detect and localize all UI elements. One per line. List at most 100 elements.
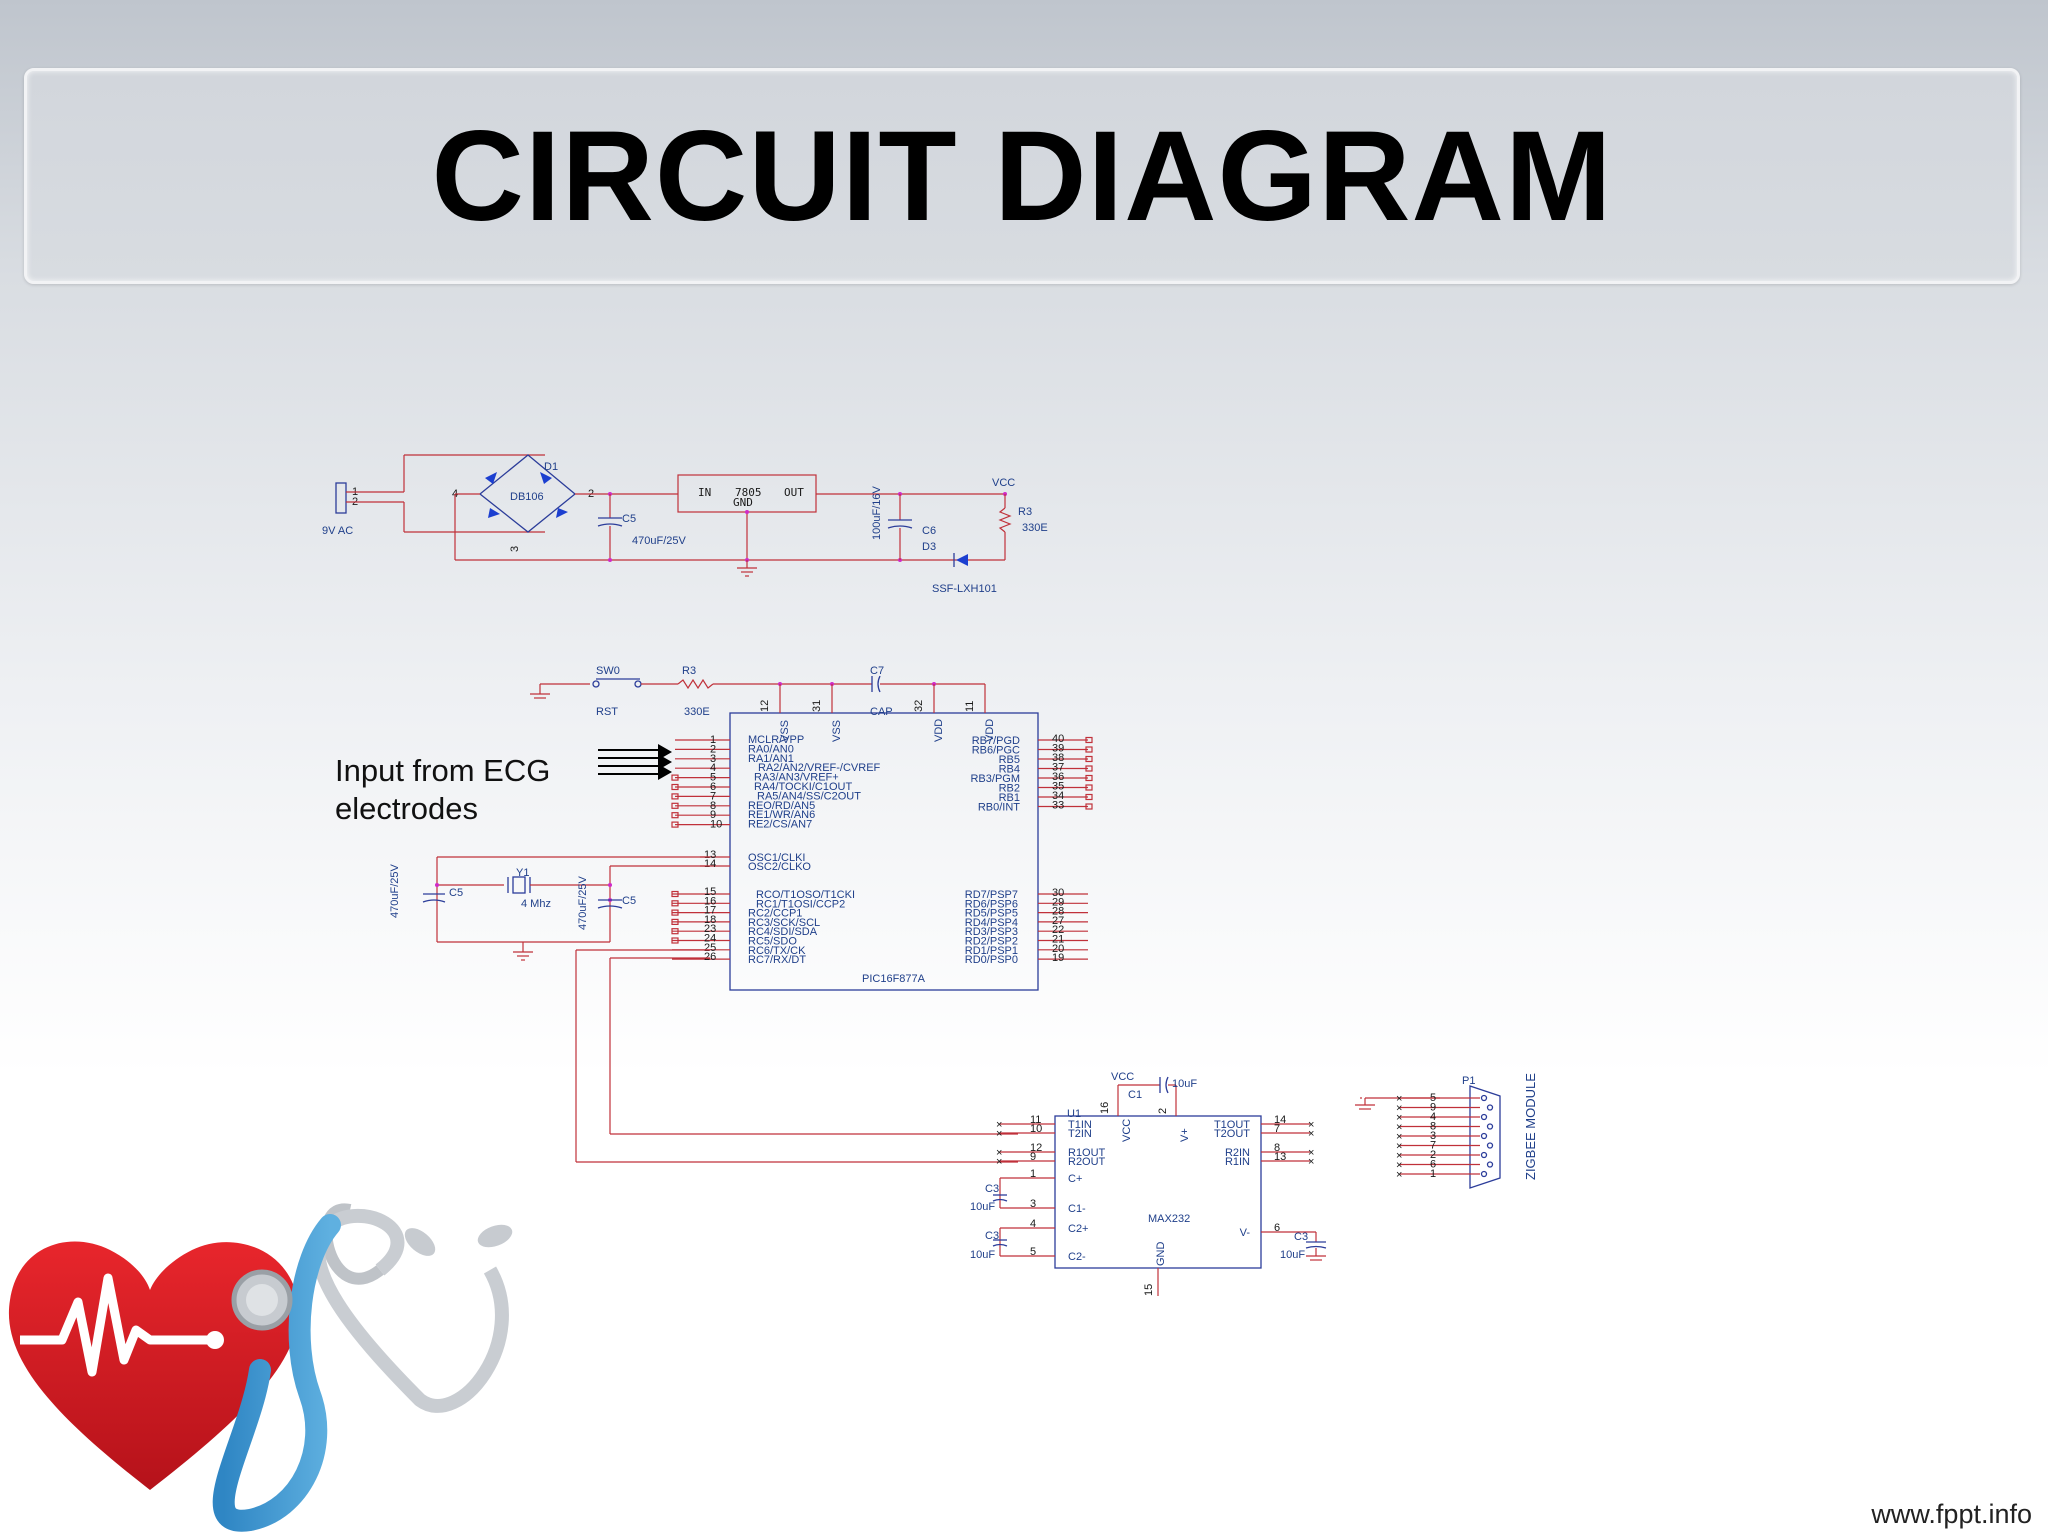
- svg-text:×: ×: [1396, 1160, 1402, 1172]
- mcu-section: PIC16F877A SW0 RST R3 330E C7 CAP 12VSS3…: [389, 665, 1093, 1163]
- footer-url: www.fppt.info: [1871, 1499, 2032, 1529]
- mcu-top-pin-name: VDD: [933, 719, 945, 742]
- max-right-pin-name: R2IN: [1225, 1147, 1250, 1159]
- heart-stethoscope-logo: [8, 1203, 513, 1532]
- max-top-pin-name: VCC: [1121, 1119, 1133, 1142]
- max-right-pin-num: 13: [1274, 1151, 1286, 1163]
- ps-pin-3: 3: [509, 546, 521, 552]
- mcu-top-pin-num: 32: [913, 700, 925, 712]
- mcu-left-pin-name: RE1/WR/AN6: [748, 809, 815, 821]
- cap-label: CAP: [870, 706, 893, 718]
- mcu-left-pin-num: 9: [710, 809, 716, 821]
- mcu-rb-pin-name: RB7/PGD: [972, 735, 1020, 747]
- resistor-r3: [998, 507, 1012, 533]
- mcu-left-pin-num: 4: [710, 762, 716, 774]
- svg-text:×: ×: [1396, 1141, 1402, 1153]
- power-supply-section: 1 2 9V AC DB106 D1 4 2 3 C5 470uF/25V IN: [322, 454, 1048, 595]
- max-left-pin-name: C1-: [1068, 1203, 1086, 1215]
- db9-pin-num: 4: [1430, 1111, 1436, 1123]
- mcu-top-pin-num: 31: [811, 700, 823, 712]
- p1-label: P1: [1462, 1075, 1475, 1087]
- mcu-rb-pin-num: 33: [1052, 800, 1064, 812]
- vcc-label: VCC: [992, 477, 1015, 489]
- db9-pin-num: 7: [1430, 1140, 1436, 1152]
- mcu-left-pin-num: 5: [710, 772, 716, 784]
- mcu-left-pin-name: RA2/AN2/VREF-/CVREF: [758, 762, 881, 774]
- mcu-left-pin-name: RA1/AN1: [748, 753, 794, 765]
- mcu-rb-pin-num: 38: [1052, 752, 1064, 764]
- db9-pin-num: 1: [1430, 1168, 1436, 1180]
- ac-source-connector: [335, 482, 347, 514]
- mcu-rd-pin-num: 20: [1052, 943, 1064, 955]
- mcu-left-pin-name: RA5/AN4/SS/C2OUT: [757, 790, 861, 802]
- mcu-rb-pin-num: 36: [1052, 771, 1064, 783]
- resistor-r3-mcu: [677, 678, 714, 690]
- ecg-input-label: Input from ECG electrodes: [335, 753, 551, 826]
- c3-value-3: 10uF: [1280, 1249, 1305, 1261]
- svg-text:×: ×: [996, 1156, 1002, 1168]
- mcu-osc-pin-name: OSC2/CLKO: [748, 861, 811, 873]
- mcu-rc-pin-num: 15: [704, 886, 716, 898]
- mcu-left-pin-name: REO/RD/AN5: [748, 800, 815, 812]
- reset-switch: [592, 680, 600, 688]
- mcu-rc-pin-num: 17: [704, 905, 716, 917]
- mcu-rc-pin-name: RC7/RX/DT: [748, 954, 806, 966]
- capacitor-c7: [877, 675, 881, 693]
- max-top-pin-num: 16: [1099, 1102, 1111, 1114]
- mcu-left-pin-num: 8: [710, 800, 716, 812]
- svg-text:×: ×: [1308, 1119, 1314, 1131]
- ac-source-label: 9V AC: [322, 525, 353, 537]
- osc-c5b-label: C5: [622, 895, 636, 907]
- mcu-osc-pin-name: OSC1/CLKI: [748, 852, 805, 864]
- mcu-rd-pin-name: RD6/PSP6: [965, 898, 1018, 910]
- max-left-pin-num: 3: [1030, 1198, 1036, 1210]
- mcu-rb-pin-num: 34: [1052, 790, 1064, 802]
- svg-text:×: ×: [1396, 1131, 1402, 1143]
- mcu-top-pin-name: VSS: [779, 720, 791, 742]
- mcu-rc-pin-name: RC2/CCP1: [748, 908, 802, 920]
- led-d3: [956, 554, 968, 566]
- mcu-rb-pin-name: RB3/PGM: [970, 773, 1020, 785]
- mcu-left-pin-name: MCLR/VPP: [748, 734, 804, 746]
- svg-text:IN: IN: [698, 486, 711, 499]
- svg-text:×: ×: [1396, 1093, 1402, 1105]
- db9-pin-num: 8: [1430, 1121, 1436, 1133]
- d3-label: D3: [922, 541, 936, 553]
- svg-text:×: ×: [1396, 1112, 1402, 1124]
- svg-text:×: ×: [996, 1147, 1002, 1159]
- bridge-rectifier: [478, 454, 577, 533]
- max-right-pin-name: V-: [1240, 1227, 1251, 1239]
- c3-label-3: C3: [1294, 1231, 1308, 1243]
- mcu-rc-pin-num: 25: [704, 942, 716, 954]
- max-left-pin-num: 4: [1030, 1218, 1036, 1230]
- max-right-pin-num: 14: [1274, 1114, 1286, 1126]
- max-left-pin-num: 5: [1030, 1246, 1036, 1258]
- max232-name: MAX232: [1148, 1213, 1190, 1225]
- mcu-rd-pin-name: RD4/PSP4: [965, 917, 1018, 929]
- mcu-osc-pin-num: 13: [704, 849, 716, 861]
- c3-label-2: C3: [985, 1230, 999, 1242]
- crystal-freq: 4 Mhz: [521, 898, 551, 910]
- mcu-r3-label: R3: [682, 665, 696, 677]
- rst-label: RST: [596, 706, 618, 718]
- mcu-left-pin-name: RA4/TOCKI/C1OUT: [754, 781, 852, 793]
- max-left-pin-num: 1: [1030, 1168, 1036, 1180]
- max-left-pin-name: T1IN: [1068, 1119, 1092, 1131]
- max-left-pin-name: C2+: [1068, 1223, 1089, 1235]
- svg-text:GND: GND: [733, 496, 753, 509]
- c3-value-2: 10uF: [970, 1249, 995, 1261]
- crystal-oscillator: Y1 4 Mhz C5 470uF/25V C5 470uF/25V: [389, 856, 710, 961]
- mcu-rb-pin-num: 40: [1052, 733, 1064, 745]
- c6-value: 100uF/16V: [871, 486, 883, 540]
- max-left-pin-name: C+: [1068, 1173, 1082, 1185]
- mcu-rd-pin-num: 27: [1052, 915, 1064, 927]
- regulator-label: 7805: [735, 486, 762, 499]
- mcu-left-pin-num: 7: [710, 790, 716, 802]
- mcu-left-pin-name: RA3/AN3/VREF+: [754, 772, 839, 784]
- max-gnd-pin-name: GND: [1155, 1242, 1167, 1267]
- mcu-name: PIC16F877A: [862, 973, 926, 985]
- max-right-pin-name: R1IN: [1225, 1156, 1250, 1168]
- db9-pin-num: 5: [1430, 1092, 1436, 1104]
- led-part-label: SSF-LXH101: [932, 583, 997, 595]
- max-left-pin-num: 10: [1030, 1123, 1042, 1135]
